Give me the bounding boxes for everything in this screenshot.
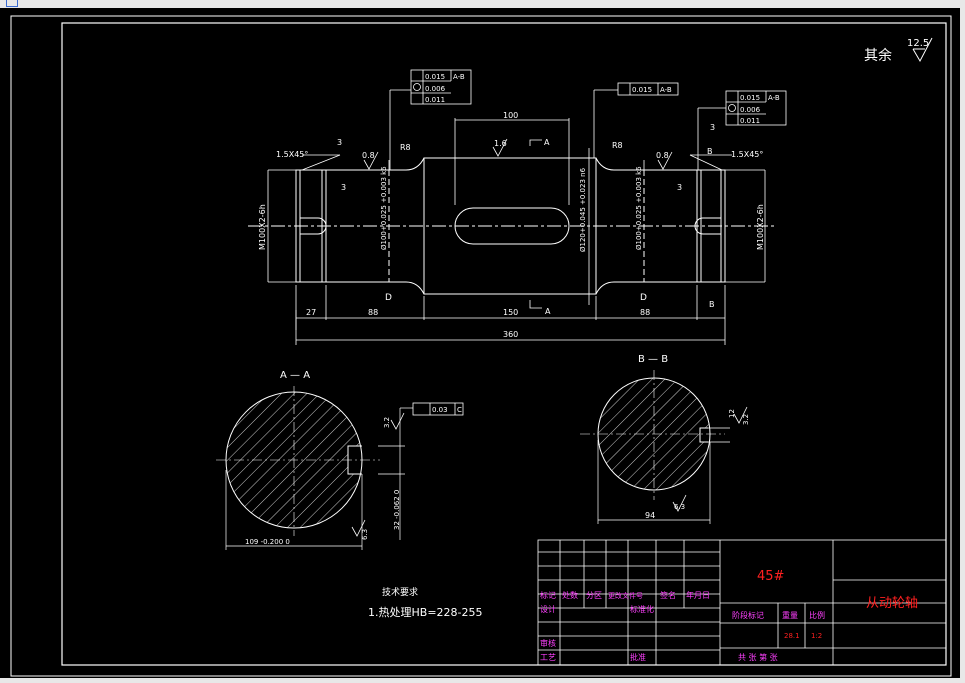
roughness-other: 其余 12.5 bbox=[864, 37, 933, 64]
section-aa: A — A 0.03 C 3.2 6.3 32 -0.062 0 109 -0.… bbox=[216, 370, 464, 550]
dia-left-text: Ø100+0.025 +0.003 k6 bbox=[380, 166, 388, 250]
weight-value: 28.1 bbox=[784, 632, 800, 640]
header-2: 分区 bbox=[586, 591, 602, 600]
row-design: 设计 bbox=[540, 604, 556, 614]
window-top-bar bbox=[0, 0, 965, 8]
tech-req-line1: 1.热处理HB=228-255 bbox=[368, 606, 483, 619]
header-0: 标记 bbox=[540, 590, 556, 600]
thread-right-text: M100X2-6h bbox=[756, 204, 765, 250]
tolerance-frame-right: 0.015 A-B 0.006 0.011 bbox=[725, 90, 787, 126]
section-bb-title: B — B bbox=[638, 354, 668, 365]
tol-right-ref: A-B bbox=[768, 94, 780, 102]
tech-requirements: 技术要求 1.热处理HB=228-255 bbox=[368, 586, 483, 619]
rough-left-text: 0.8 bbox=[362, 151, 375, 160]
row-standard: 标准化 bbox=[630, 604, 654, 614]
aa-dim-width: 32 -0.062 0 bbox=[393, 490, 401, 530]
title-block bbox=[537, 539, 947, 666]
aa-dim-dia: 109 -0.200 0 bbox=[245, 538, 290, 546]
roughness-other-label: 其余 bbox=[864, 47, 892, 64]
row-process: 工艺 bbox=[540, 653, 556, 662]
aa-sym-ref: C bbox=[457, 406, 462, 414]
aa-rough-side: 3.2 bbox=[383, 417, 391, 428]
rough-key-text: 1.6 bbox=[494, 139, 507, 148]
tol-right-circ: 0.006 bbox=[740, 106, 761, 114]
len-total-text: 360 bbox=[503, 330, 518, 339]
step-left-text: 3 bbox=[337, 138, 342, 147]
row-approve: 批准 bbox=[630, 652, 646, 662]
tol-left-runout: 0.015 bbox=[425, 73, 445, 81]
window-icon bbox=[6, 0, 18, 7]
part-name-text: 从动轮轴 bbox=[866, 596, 918, 611]
outer-frame bbox=[10, 15, 952, 677]
stage-label: 阶段标记 bbox=[732, 610, 764, 620]
header-5: 年月日 bbox=[686, 590, 710, 600]
header-4: 签名 bbox=[660, 590, 676, 600]
chamfer-right-text: 1.5X45° bbox=[731, 150, 763, 159]
datum-right: D bbox=[640, 293, 647, 303]
section-b-bottom: B bbox=[709, 300, 715, 309]
header-1: 处数 bbox=[562, 590, 578, 600]
datum-left: D bbox=[385, 293, 392, 303]
tol-mid-runout: 0.015 bbox=[632, 86, 652, 94]
title-block-text: 45# 从动轮轴 标记 处数 分区 更改文件号 签名 年月日 设计 标准化 审核… bbox=[540, 569, 918, 662]
tol-left-circ: 0.006 bbox=[425, 85, 446, 93]
tol-right-runout: 0.015 bbox=[740, 94, 760, 102]
shaft-main-view bbox=[248, 157, 775, 295]
scale-value: 1:2 bbox=[811, 632, 822, 640]
scale-label: 比例 bbox=[809, 610, 825, 620]
window-right-edge bbox=[960, 8, 965, 678]
dia-mid-text: Ø120+0.045 +0.023 n6 bbox=[579, 167, 587, 252]
len-88b-text: 88 bbox=[640, 308, 650, 317]
aa-sym-tol: 0.03 bbox=[432, 406, 448, 414]
radius-right-text: R8 bbox=[612, 141, 623, 150]
inner-frame bbox=[61, 22, 947, 666]
len-150-text: 150 bbox=[503, 308, 518, 317]
tol-mid-ref: A-B bbox=[660, 86, 672, 94]
sheets-text: 共 张 第 张 bbox=[738, 652, 778, 662]
chamfer-left-text: 1.5X45° bbox=[276, 150, 308, 159]
tolerance-frame-left: 0.015 A-B 0.006 0.011 bbox=[410, 69, 472, 105]
len-88a-text: 88 bbox=[368, 308, 378, 317]
bb-rough-side: 3.2 bbox=[742, 414, 750, 425]
thread-left-text: M100X2-6h bbox=[258, 204, 267, 250]
tech-req-title: 技术要求 bbox=[382, 586, 418, 598]
bb-rough-bottom: 6.3 bbox=[674, 503, 685, 511]
weight-label: 重量 bbox=[782, 610, 798, 620]
step-left-v-text: 3 bbox=[341, 183, 346, 192]
section-aa-title: A — A bbox=[280, 370, 310, 381]
step-right-v-text: 3 bbox=[677, 183, 682, 192]
material-text: 45# bbox=[757, 569, 784, 584]
len-27-text: 27 bbox=[306, 308, 316, 317]
step-right-text: 3 bbox=[710, 123, 715, 132]
main-dim-lines bbox=[267, 89, 766, 345]
tol-left-ref: A-B bbox=[453, 73, 465, 81]
bb-dim-dia: 94 bbox=[645, 511, 655, 520]
rough-right-text: 0.8 bbox=[656, 151, 669, 160]
dia-right-text: Ø100+0.025 +0.003 k6 bbox=[635, 166, 643, 250]
section-bb: B — B 12 3.2 6.3 94 bbox=[580, 354, 750, 524]
section-b-top: B bbox=[707, 147, 713, 156]
len-key-text: 100 bbox=[503, 111, 518, 120]
tolerance-frame-mid: 0.015 A-B bbox=[617, 82, 679, 96]
radius-left-text: R8 bbox=[400, 143, 411, 152]
window-bottom-bar bbox=[0, 678, 965, 683]
section-a-top: A bbox=[544, 138, 550, 147]
aa-rough-bottom: 6.3 bbox=[361, 529, 369, 540]
header-3: 更改文件号 bbox=[608, 591, 643, 600]
roughness-other-value: 12.5 bbox=[907, 38, 929, 49]
section-a-bottom: A bbox=[545, 307, 551, 316]
tol-left-cyl: 0.011 bbox=[425, 96, 445, 104]
row-review: 审核 bbox=[540, 638, 556, 648]
tol-right-cyl: 0.011 bbox=[740, 117, 760, 125]
main-dim-text: 1.5X45° 1.5X45° 3 3 3 3 R8 R8 0.8 0.8 1.… bbox=[258, 111, 765, 339]
bb-dim-key: 12 bbox=[728, 409, 736, 418]
